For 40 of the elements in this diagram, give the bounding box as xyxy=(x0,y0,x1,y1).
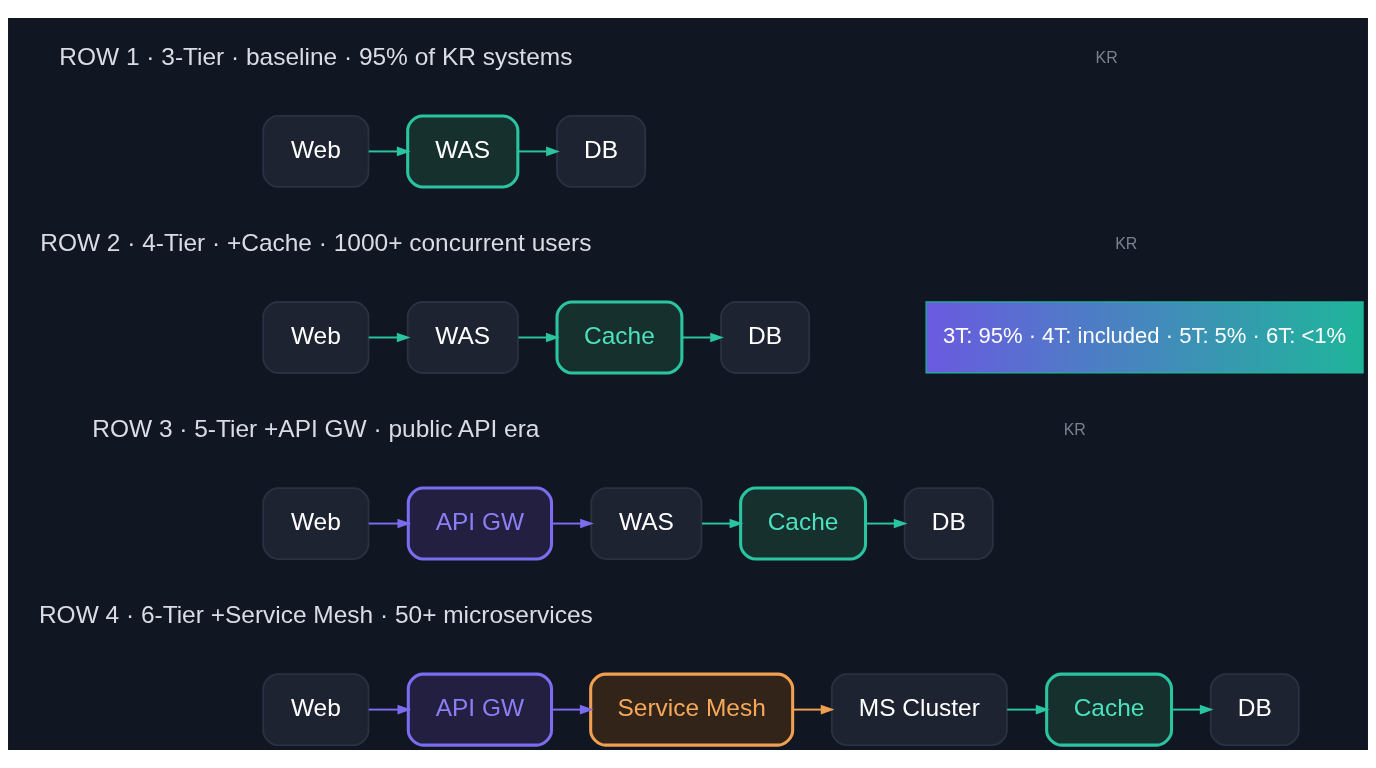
arrow xyxy=(1006,704,1050,715)
arrow xyxy=(864,518,908,529)
label: KR xyxy=(1063,420,1086,438)
node-box: WAS xyxy=(406,301,519,374)
arrow xyxy=(701,518,744,529)
node-box: Web xyxy=(262,301,370,374)
node-box: Web xyxy=(262,673,370,746)
label: 3T: 95% · 4T: included · 5T: 5% · 6T: <1% xyxy=(942,322,1347,348)
arrow xyxy=(792,704,835,715)
node-box: API GW xyxy=(406,486,554,561)
node-box: Web xyxy=(262,487,370,560)
node-box: API GW xyxy=(406,672,554,747)
node-box: DB xyxy=(903,487,994,560)
node-box: DB xyxy=(1209,673,1300,746)
node-box: DB xyxy=(556,115,647,188)
node-box: DB xyxy=(720,301,811,374)
node-box: WAS xyxy=(406,114,520,189)
arrow xyxy=(550,704,594,715)
label: KR xyxy=(1115,234,1138,252)
arrow xyxy=(516,146,560,157)
node-box: WAS xyxy=(590,487,703,560)
label: ROW 2 · 4-Tier · +Cache · 1000+ concurrent users xyxy=(40,228,592,256)
arrow xyxy=(367,518,412,529)
arrow xyxy=(367,146,411,157)
node-box: Cache xyxy=(555,300,684,375)
node-box: Cache xyxy=(739,486,867,561)
node-box: Service Mesh xyxy=(589,672,795,747)
arrow xyxy=(367,704,412,715)
node-box: MS Cluster xyxy=(830,673,1008,746)
arrow xyxy=(1170,704,1214,715)
arrow xyxy=(681,332,724,343)
arrow xyxy=(517,332,560,343)
node-box: Cache xyxy=(1045,672,1174,747)
label: ROW 4 · 6-Tier +Service Mesh · 50+ microservices xyxy=(38,600,593,628)
label: ROW 1 · 3-Tier · baseline · 95% of KR systems xyxy=(59,42,573,70)
arrow xyxy=(367,332,411,343)
node-box: Web xyxy=(262,115,370,188)
label: ROW 3 · 5-Tier +API GW · public API era xyxy=(92,414,540,442)
arrow xyxy=(550,518,594,529)
label: KR xyxy=(1095,48,1118,66)
